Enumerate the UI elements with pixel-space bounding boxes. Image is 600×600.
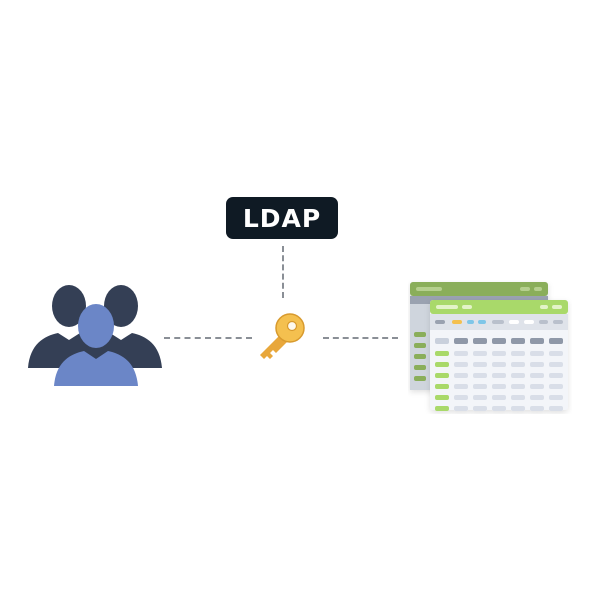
ldap-badge: LDAP (226, 197, 338, 239)
users-group-icon (28, 282, 162, 388)
connector-users-to-key (164, 337, 252, 339)
key-icon (252, 310, 308, 366)
database-tables-icon (408, 280, 572, 414)
connector-badge-to-key (282, 246, 284, 298)
connector-key-to-database (323, 337, 398, 339)
ldap-label: LDAP (242, 203, 322, 233)
